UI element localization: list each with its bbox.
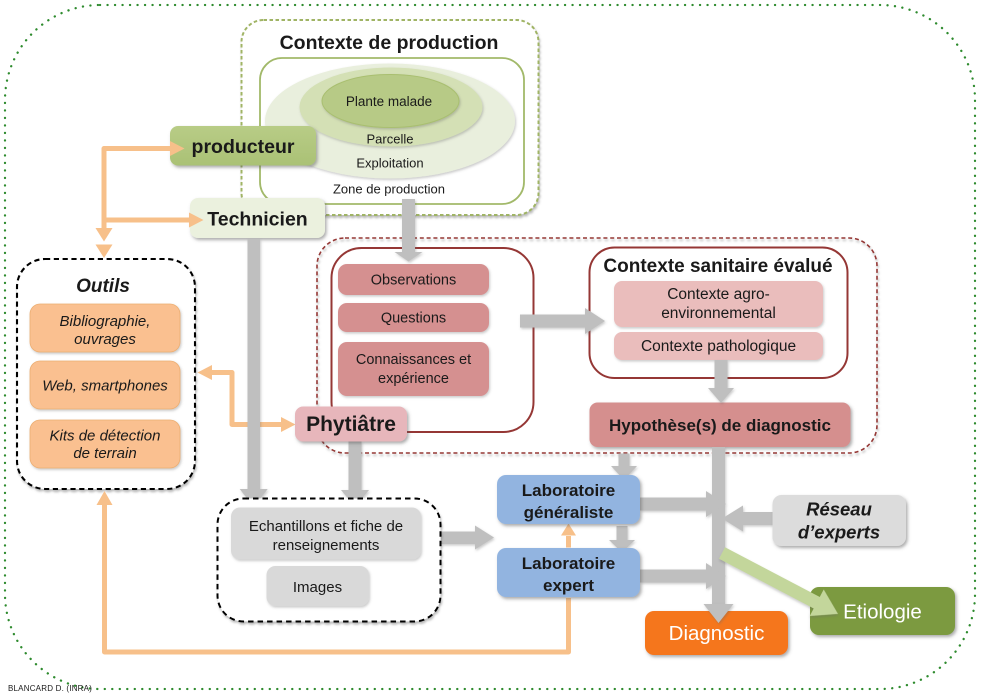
- svg-text:BLANCARD D. (INRA): BLANCARD D. (INRA): [8, 684, 92, 693]
- svg-text:Echantillons et fiche de: Echantillons et fiche de: [249, 518, 403, 535]
- svg-text:Contexte sanitaire évalué: Contexte sanitaire évalué: [603, 256, 832, 277]
- svg-text:généraliste: généraliste: [524, 503, 614, 522]
- svg-text:renseignements: renseignements: [273, 537, 380, 554]
- svg-text:expert: expert: [543, 576, 594, 595]
- svg-text:de terrain: de terrain: [73, 445, 136, 462]
- svg-text:Plante malade: Plante malade: [346, 94, 432, 109]
- svg-text:Observations: Observations: [371, 273, 456, 289]
- svg-text:Web, smartphones: Web, smartphones: [42, 378, 168, 395]
- svg-text:Outils: Outils: [76, 276, 130, 297]
- svg-text:Questions: Questions: [381, 311, 446, 327]
- svg-text:d’experts: d’experts: [798, 522, 880, 543]
- svg-text:Images: Images: [293, 579, 342, 596]
- svg-text:Laboratoire: Laboratoire: [522, 481, 616, 500]
- svg-text:Laboratoire: Laboratoire: [522, 554, 616, 573]
- svg-text:Phytiâtre: Phytiâtre: [306, 413, 396, 436]
- svg-text:Contexte de production: Contexte de production: [280, 32, 499, 54]
- svg-text:Hypothèse(s) de diagnostic: Hypothèse(s) de diagnostic: [609, 416, 831, 435]
- svg-text:expérience: expérience: [378, 371, 449, 387]
- svg-text:Technicien: Technicien: [207, 209, 307, 231]
- svg-text:Contexte pathologique: Contexte pathologique: [641, 338, 796, 355]
- svg-text:Parcelle: Parcelle: [367, 132, 414, 147]
- svg-text:Diagnostic: Diagnostic: [669, 622, 765, 645]
- svg-text:Kits de détection: Kits de détection: [50, 428, 161, 445]
- svg-text:Contexte agro-: Contexte agro-: [667, 286, 770, 303]
- svg-text:Connaissances et: Connaissances et: [356, 352, 471, 368]
- svg-text:producteur: producteur: [192, 136, 295, 158]
- svg-text:ouvrages: ouvrages: [74, 331, 136, 348]
- svg-text:Zone de production: Zone de production: [333, 182, 445, 197]
- svg-text:Exploitation: Exploitation: [356, 156, 423, 171]
- svg-text:Etiologie: Etiologie: [843, 601, 922, 624]
- svg-text:Bibliographie,: Bibliographie,: [60, 313, 151, 330]
- svg-text:environnemental: environnemental: [661, 305, 776, 322]
- svg-text:Réseau: Réseau: [806, 499, 872, 520]
